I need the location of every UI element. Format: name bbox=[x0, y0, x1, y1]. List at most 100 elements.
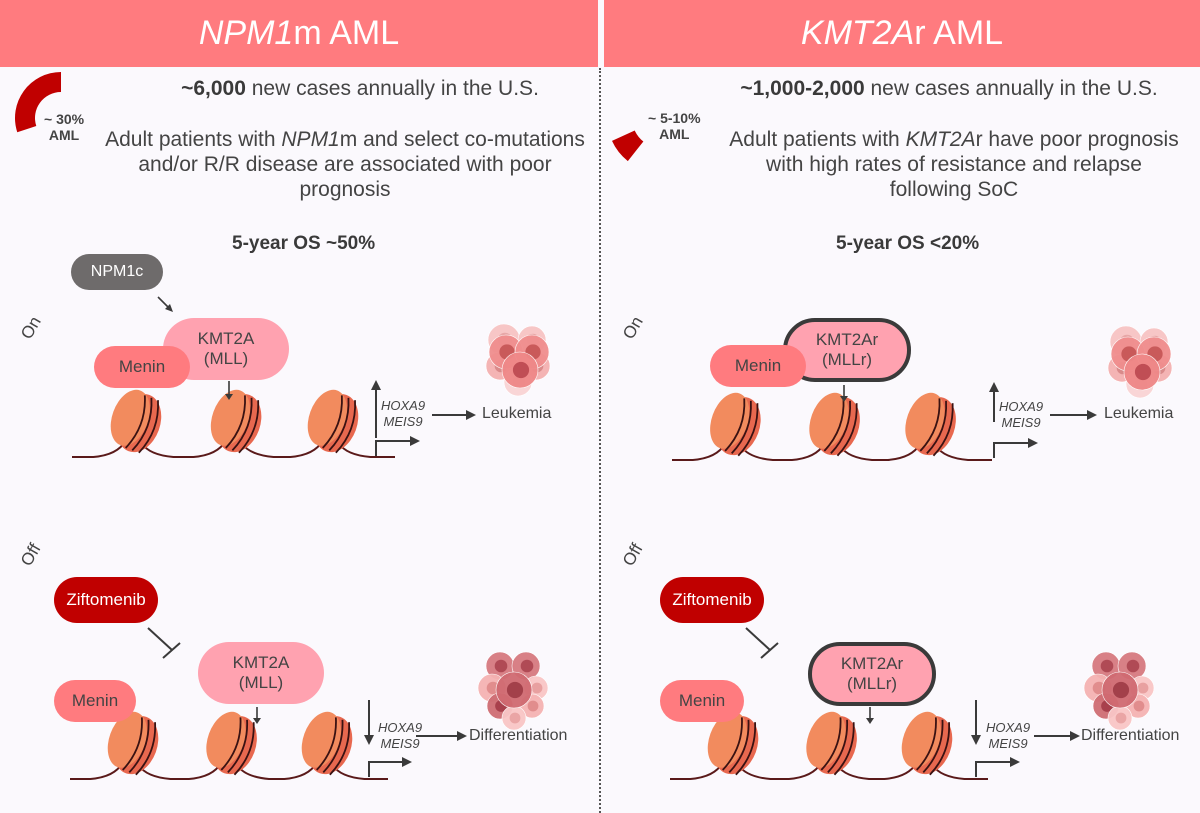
kmt2a-line1: KMT2A bbox=[197, 329, 255, 348]
dna-wrap bbox=[322, 395, 343, 449]
aml-fraction-gauge bbox=[14, 72, 62, 133]
on-chromatin bbox=[72, 389, 395, 458]
dna-wrap bbox=[731, 400, 752, 455]
cases-rest: new cases annually in the U.S. bbox=[245, 77, 539, 100]
arrow-head bbox=[1028, 438, 1038, 448]
nucleosome-icon bbox=[809, 392, 860, 457]
prognosis-text: Adult patients with NPM1m and select co-… bbox=[95, 127, 595, 202]
dna-wrap bbox=[820, 717, 842, 771]
dna-wrap bbox=[125, 395, 146, 449]
arrow-head bbox=[457, 731, 467, 741]
dna-wrap bbox=[238, 400, 260, 454]
leukemia-cells-icon bbox=[1107, 325, 1173, 399]
dna-wrap bbox=[724, 398, 746, 452]
title-rest: m AML bbox=[293, 14, 400, 52]
nucleosome-icon bbox=[110, 389, 162, 454]
kmt2ar-panel: KMT2Ar AML ~ 5-10% AML ~1,000-2,000 new … bbox=[604, 0, 1200, 813]
inhibition-bar bbox=[760, 642, 779, 659]
menin-pill: Menin bbox=[660, 680, 744, 722]
gene-meis9: MEIS9 bbox=[1001, 415, 1041, 430]
kmt2ar-line2: (MLLr) bbox=[846, 674, 898, 693]
dna-wrap bbox=[220, 717, 242, 771]
dna-wrap bbox=[135, 722, 157, 776]
arrow-head bbox=[1070, 731, 1080, 741]
dna-wrap bbox=[322, 719, 344, 774]
dna-wrap bbox=[932, 403, 954, 457]
cell-nucleus bbox=[1112, 681, 1130, 699]
arrow-head bbox=[989, 382, 999, 392]
nucleosome-icon bbox=[307, 389, 359, 454]
cases-rest: new cases annually in the U.S. bbox=[864, 77, 1158, 100]
npm1m-panel: NPM1m AML bbox=[0, 0, 598, 813]
cases-count: ~6,000 bbox=[181, 77, 246, 100]
os-text: 5-year OS ~50% bbox=[232, 233, 376, 254]
tss-arrow bbox=[375, 440, 412, 456]
cases-text: ~1,000-2,000 new cases annually in the U… bbox=[704, 76, 1194, 101]
panel-divider bbox=[599, 68, 601, 813]
arrow-head bbox=[971, 735, 981, 745]
dna-wrap bbox=[128, 719, 150, 774]
outcome-leukemia: Leukemia bbox=[1104, 405, 1174, 422]
title-italic: KMT2A bbox=[800, 14, 915, 52]
aml-label: AML bbox=[48, 127, 80, 143]
nucleosome-icon bbox=[707, 711, 759, 776]
nucleosome-icon bbox=[901, 711, 953, 776]
inhibition-line bbox=[147, 627, 173, 651]
gene-meis9: MEIS9 bbox=[383, 414, 423, 429]
outcome-leukemia: Leukemia bbox=[482, 405, 552, 422]
nucleosome-front bbox=[206, 711, 246, 768]
nucleosome-front bbox=[301, 711, 341, 768]
dna-wrap bbox=[830, 400, 852, 455]
tss-arrow bbox=[368, 761, 404, 777]
menin-pill: Menin bbox=[94, 346, 190, 388]
arrow-head bbox=[866, 718, 874, 724]
kmt2ar-line1: KMT2Ar bbox=[840, 654, 904, 673]
dna-wrap bbox=[227, 719, 249, 774]
dna-wrap bbox=[138, 400, 159, 454]
nucleosome-front bbox=[107, 711, 147, 768]
dna-wrap bbox=[919, 398, 941, 452]
dna-wrap bbox=[728, 719, 750, 774]
gene-hoxa9: HOXA9 bbox=[986, 720, 1031, 735]
nucleosome-front bbox=[307, 389, 347, 446]
aml-fraction-label: ~ 5-10% AML bbox=[648, 110, 701, 142]
title-rest: r AML bbox=[914, 14, 1004, 52]
gene-meis9: MEIS9 bbox=[988, 736, 1028, 751]
tss-arrow bbox=[975, 761, 1012, 777]
nucleosome-icon bbox=[806, 711, 857, 776]
inhibition-line bbox=[745, 627, 771, 651]
menin-pill: Menin bbox=[710, 345, 806, 387]
gene-hoxa9: HOXA9 bbox=[381, 398, 426, 413]
dna-strand bbox=[672, 443, 992, 461]
dna-wrap bbox=[722, 717, 743, 771]
right-diagram bbox=[611, 130, 1173, 780]
dna-strand bbox=[70, 762, 388, 780]
dna-wrap bbox=[929, 722, 950, 776]
outcome-differentiation: Differentiation bbox=[1081, 727, 1180, 744]
nucleosome-front bbox=[806, 711, 846, 768]
arrow-head bbox=[371, 380, 381, 390]
kmt2a-line2: (MLL) bbox=[203, 349, 249, 368]
arrow-head bbox=[364, 735, 374, 745]
title-italic: NPM1 bbox=[198, 14, 294, 52]
arrow-head bbox=[840, 396, 848, 402]
desc-italic: KMT2A bbox=[905, 128, 976, 151]
differentiated-cells-icon bbox=[1083, 651, 1155, 731]
dna-wrap bbox=[916, 717, 937, 771]
cases-text: ~6,000 new cases annually in the U.S. bbox=[130, 76, 590, 101]
arrow-head bbox=[1087, 410, 1097, 420]
dna-wrap bbox=[233, 722, 255, 776]
nucleosome-icon bbox=[301, 711, 353, 776]
cell-nucleus bbox=[509, 712, 521, 724]
dna-wrap bbox=[131, 397, 153, 452]
off-chromatin bbox=[670, 711, 988, 780]
nucleosome-icon bbox=[210, 389, 262, 454]
kmt2ar-pill: KMT2Ar(MLLr) bbox=[808, 642, 936, 706]
nucleosome-front bbox=[901, 711, 941, 768]
kmt2ar-line2: (MLLr) bbox=[821, 350, 873, 369]
cell-nucleus bbox=[1137, 682, 1149, 694]
differentiated-cells-icon bbox=[477, 651, 549, 731]
dna-wrap bbox=[316, 717, 337, 771]
